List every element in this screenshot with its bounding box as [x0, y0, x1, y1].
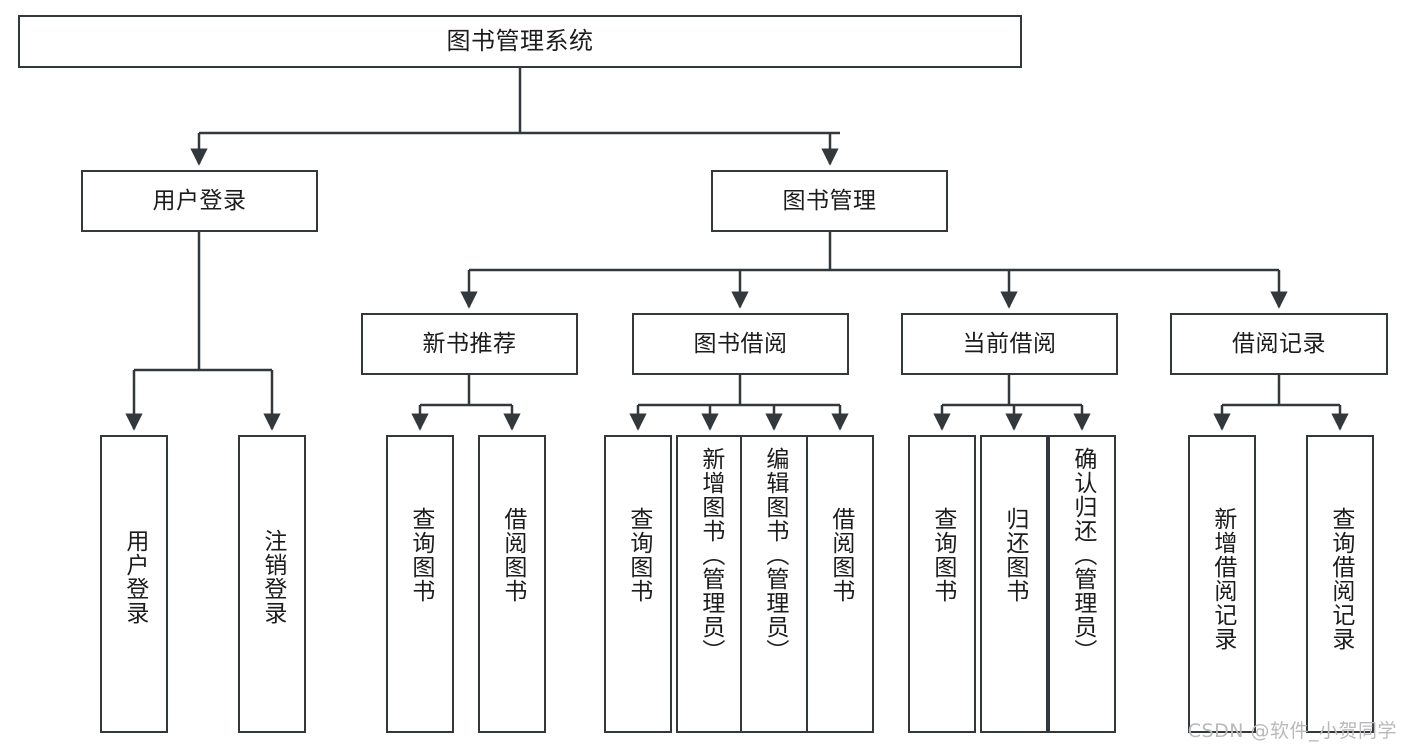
leaf-query-book-recommend[interactable]: 查询图书 — [386, 435, 454, 733]
leaf-user-login-label: 用户登录 — [121, 529, 148, 625]
node-new-book-recommend-label: 新书推荐 — [422, 330, 517, 357]
leaf-query-book-current[interactable]: 查询图书 — [908, 435, 976, 733]
node-root-label: 图书管理系统 — [446, 26, 594, 55]
node-book-borrow[interactable]: 图书借阅 — [632, 313, 849, 375]
leaf-borrow-book-label: 借阅图书 — [827, 507, 854, 603]
leaf-return-book-label: 归还图书 — [1001, 507, 1028, 603]
watermark: CSDN @软件_小贺同学 — [1187, 720, 1397, 742]
leaf-add-book-admin[interactable]: 新增图书（管理员） — [676, 435, 744, 733]
leaf-query-borrow-record-label: 查询借阅记录 — [1327, 507, 1354, 651]
leaf-add-borrow-record-label: 新增借阅记录 — [1209, 507, 1236, 651]
leaf-borrow-book-recommend[interactable]: 借阅图书 — [478, 435, 546, 733]
node-root[interactable]: 图书管理系统 — [18, 15, 1022, 68]
leaf-borrow-book[interactable]: 借阅图书 — [806, 435, 874, 733]
node-book-management[interactable]: 图书管理 — [711, 170, 948, 232]
node-borrow-record[interactable]: 借阅记录 — [1170, 313, 1388, 375]
node-book-borrow-label: 图书借阅 — [693, 330, 788, 357]
node-user-login[interactable]: 用户登录 — [81, 170, 318, 232]
leaf-borrow-book-recommend-label: 借阅图书 — [499, 507, 526, 603]
leaf-query-book-borrow-label: 查询图书 — [625, 507, 652, 603]
leaf-logout-label: 注销登录 — [259, 529, 286, 625]
node-current-borrow[interactable]: 当前借阅 — [901, 313, 1118, 375]
leaf-query-book-borrow[interactable]: 查询图书 — [604, 435, 672, 733]
leaf-add-borrow-record[interactable]: 新增借阅记录 — [1188, 435, 1256, 733]
node-new-book-recommend[interactable]: 新书推荐 — [361, 313, 578, 375]
leaf-edit-book-admin-label: 编辑图书（管理员） — [761, 447, 788, 663]
node-current-borrow-label: 当前借阅 — [962, 330, 1057, 357]
leaf-confirm-return-admin[interactable]: 确认归还（管理员） — [1048, 435, 1116, 733]
leaf-edit-book-admin[interactable]: 编辑图书（管理员） — [740, 435, 808, 733]
node-user-login-label: 用户登录 — [152, 187, 247, 214]
leaf-query-borrow-record[interactable]: 查询借阅记录 — [1306, 435, 1374, 733]
leaf-return-book[interactable]: 归还图书 — [980, 435, 1048, 733]
leaf-confirm-return-admin-label: 确认归还（管理员） — [1069, 447, 1096, 663]
leaf-query-book-recommend-label: 查询图书 — [407, 507, 434, 603]
leaf-logout[interactable]: 注销登录 — [238, 435, 306, 733]
leaf-add-book-admin-label: 新增图书（管理员） — [697, 447, 724, 663]
leaf-query-book-current-label: 查询图书 — [929, 507, 956, 603]
leaf-user-login[interactable]: 用户登录 — [100, 435, 168, 733]
node-book-management-label: 图书管理 — [782, 187, 877, 214]
node-borrow-record-label: 借阅记录 — [1232, 330, 1326, 357]
